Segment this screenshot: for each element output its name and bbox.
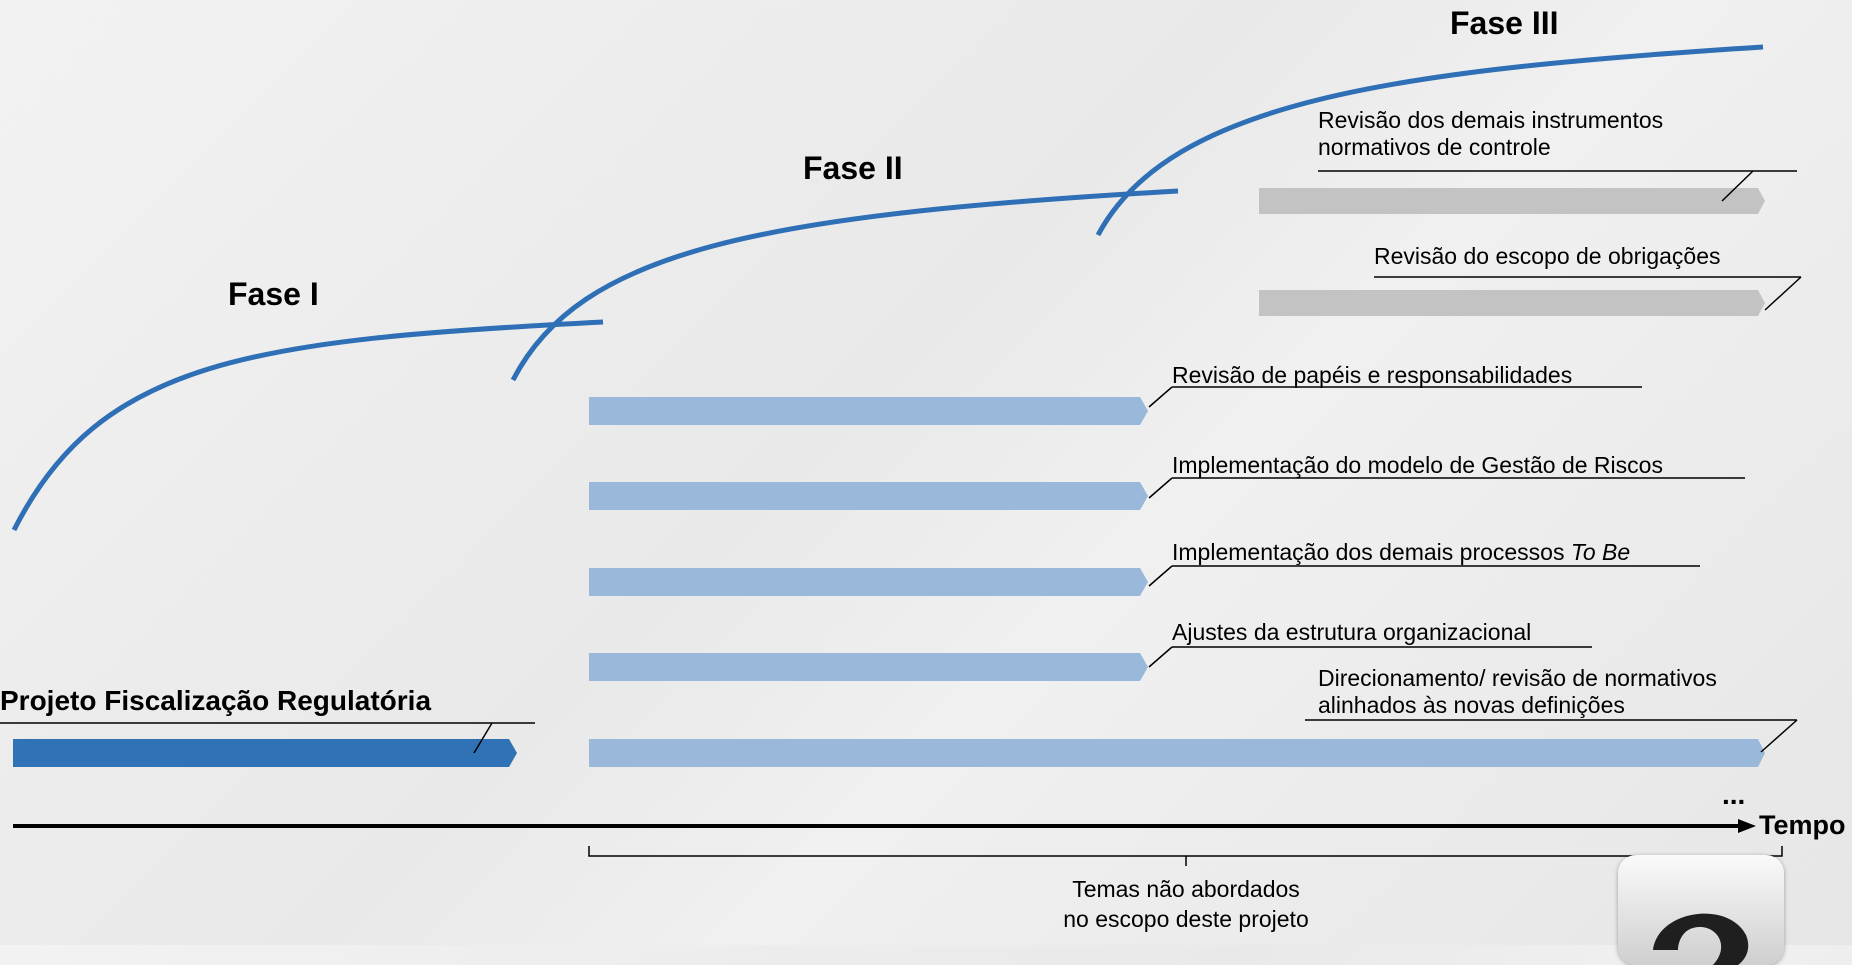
bar-revisao-papeis bbox=[589, 397, 1148, 425]
bar-ajustes-estrutura bbox=[589, 653, 1148, 681]
time-axis-arrowhead bbox=[1738, 819, 1756, 833]
label-direcionamento-line1: Direcionamento/ revisão de normativos bbox=[1318, 665, 1717, 691]
phase-curve-2 bbox=[510, 188, 1179, 382]
phase-title-2: Fase II bbox=[803, 150, 903, 186]
bar-direcionamento bbox=[589, 739, 1765, 767]
label-ajustes-estrutura: Ajustes da estrutura organizacional bbox=[1172, 619, 1532, 645]
label-revisao-escopo: Revisão do escopo de obrigações bbox=[1374, 243, 1721, 269]
axis-ellipsis: ... bbox=[1722, 779, 1746, 810]
label-direcionamento: Direcionamento/ revisão de normativos al… bbox=[1318, 665, 1717, 719]
bar-revisao-instrumentos bbox=[1259, 188, 1765, 214]
out-of-scope-line2: no escopo deste projeto bbox=[1063, 906, 1309, 932]
bar-gestao-riscos bbox=[589, 482, 1148, 510]
label-revisao-papeis: Revisão de papéis e responsabilidades bbox=[1172, 362, 1573, 388]
label-processos-to-be-text: Implementação dos demais processos bbox=[1172, 539, 1571, 565]
roadmap-diagram bbox=[0, 44, 1802, 866]
project-title: Projeto Fiscalização Regulatória bbox=[0, 685, 432, 716]
label-direcionamento-line2: alinhados às novas definições bbox=[1318, 692, 1625, 718]
logo-mark-icon bbox=[1653, 913, 1749, 965]
phase-title-1: Fase I bbox=[228, 276, 319, 312]
phase-title-3: Fase III bbox=[1450, 5, 1559, 41]
label-gestao-riscos: Implementação do modelo de Gestão de Ris… bbox=[1172, 452, 1663, 478]
time-axis-label: Tempo bbox=[1759, 810, 1846, 840]
label-revisao-instrumentos-line1: Revisão dos demais instrumentos bbox=[1318, 107, 1664, 133]
phase-curve-1 bbox=[11, 319, 604, 532]
bar-revisao-escopo bbox=[1259, 290, 1765, 316]
label-revisao-instrumentos-line2: normativos de controle bbox=[1318, 134, 1551, 160]
out-of-scope-brace bbox=[588, 846, 1783, 866]
label-processos-to-be: Implementação dos demais processos To Be bbox=[1172, 539, 1630, 566]
bar-projeto-fiscalizacao bbox=[13, 739, 517, 767]
company-logo bbox=[1618, 855, 1784, 965]
label-revisao-instrumentos: Revisão dos demais instrumentos normativ… bbox=[1318, 107, 1663, 161]
out-of-scope-caption: Temas não abordados no escopo deste proj… bbox=[1016, 874, 1356, 934]
bar-processos-to-be bbox=[589, 568, 1148, 596]
phase-curve-3 bbox=[1095, 44, 1764, 237]
label-processos-to-be-emphasis: To Be bbox=[1570, 539, 1631, 565]
out-of-scope-line1: Temas não abordados bbox=[1072, 876, 1300, 902]
